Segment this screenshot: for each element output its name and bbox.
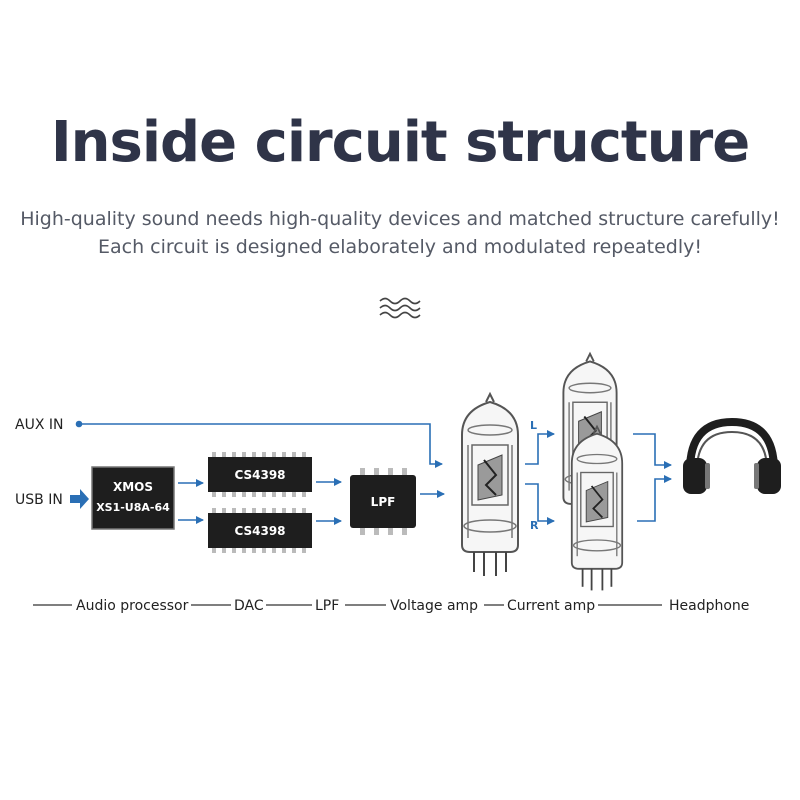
- xmos-dac-connectors: [178, 479, 204, 524]
- lpf-chip-label: LPF: [371, 495, 396, 509]
- usb-in-label: USB IN: [15, 492, 63, 508]
- dac-lpf-connectors: [316, 478, 342, 525]
- tube-headphone-connectors: [633, 433, 672, 522]
- stage-audio-processor: Audio processor: [76, 598, 189, 614]
- aux-connector: [75, 420, 443, 468]
- right-channel-label: R: [530, 519, 539, 532]
- subtitle-line-1: High-quality sound needs high-quality de…: [20, 208, 780, 230]
- usb-arrow-icon: [70, 489, 89, 509]
- lpf-chip: LPF: [350, 468, 416, 535]
- headphone-icon: [683, 417, 781, 494]
- voltage-amp-tube-icon: [461, 393, 519, 577]
- current-amp-tube-right-icon: [570, 425, 624, 592]
- aux-in-label: AUX IN: [15, 417, 63, 433]
- dac-chip-top: CS4398: [208, 452, 312, 497]
- tube-split-connectors: [525, 430, 555, 525]
- dac-bottom-label: CS4398: [234, 524, 285, 538]
- stage-headphone: Headphone: [669, 598, 749, 614]
- xmos-chip-name: XMOS: [113, 480, 153, 494]
- dac-top-label: CS4398: [234, 468, 285, 482]
- left-channel-label: L: [530, 419, 537, 432]
- stage-dac: DAC: [234, 598, 264, 614]
- dac-chip-bottom: CS4398: [208, 508, 312, 553]
- subtitle-line-2: Each circuit is designed elaborately and…: [97, 236, 703, 258]
- page-title: Inside circuit structure: [50, 110, 750, 175]
- stage-lpf: LPF: [315, 598, 339, 614]
- xmos-chip: XMOS XS1-U8A-64: [91, 466, 175, 530]
- stage-current-amp: Current amp: [507, 598, 595, 614]
- stage-voltage-amp: Voltage amp: [390, 598, 478, 614]
- wave-divider-icon: [379, 297, 421, 319]
- xmos-chip-model: XS1-U8A-64: [96, 501, 170, 514]
